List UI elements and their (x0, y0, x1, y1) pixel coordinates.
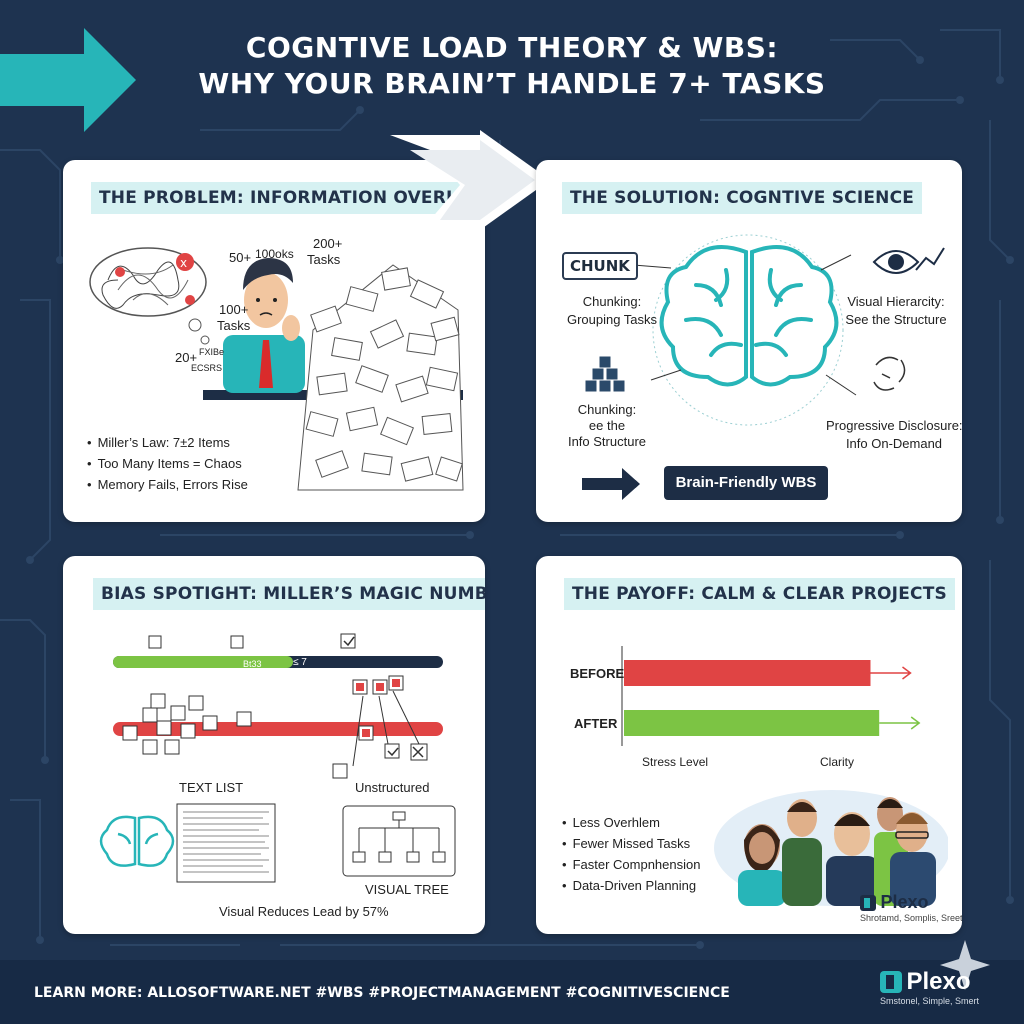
payoff-panel: THE PAYOFF: CALM & CLEAR PROJECTS BEFORE… (536, 556, 962, 934)
thought-cloud-icon: x (89, 247, 210, 345)
miller-number-illustration (99, 633, 456, 883)
eye-icon (872, 247, 945, 274)
label-20-plus: 20+ (175, 350, 198, 365)
list-item: Faster Compnhension (562, 854, 701, 875)
connector-arrow-icon (390, 130, 550, 230)
stress-level-label: Stress Level (642, 755, 709, 769)
chart-bar-before (624, 660, 871, 686)
team-avatars (738, 797, 936, 906)
footer-logo: Plexo Smstonel, Simple, Smert (880, 968, 979, 1006)
sparkle-icon (940, 940, 990, 990)
list-item: Miller’s Law: 7±2 Items (87, 432, 248, 453)
label-100-plus: 100+ (219, 302, 249, 317)
text-list-document-icon (176, 803, 276, 883)
solution-panel-title: THE SOLUTION: COGNTIVE SCIENCE (562, 182, 923, 214)
cubes-icon (584, 355, 626, 393)
list-item: Memory Fails, Errors Rise (87, 474, 248, 495)
progressive-disclosure-subtitle: Info On-Demand (845, 436, 943, 451)
svg-text:x: x (180, 256, 187, 270)
list-item: Too Many Items = Chaos (87, 453, 248, 474)
title-line-2: WHY YOUR BRAIN’T HANDLE 7+ TASKS (198, 67, 826, 100)
problem-bullet-list: Miller’s Law: 7±2 Items Too Many Items =… (87, 432, 248, 495)
logo-name: Plexo (880, 892, 929, 912)
chunk-box: CHUNK (562, 252, 638, 280)
progressive-disclosure-title: Progressive Disclosure: (826, 418, 962, 433)
visual-hierarchy-title: Visual Hierarcity: (847, 294, 945, 309)
overwhelmed-person-illustration: x (89, 247, 464, 491)
visual-tree-icon (342, 805, 456, 877)
list-item: Less Overhlem (562, 812, 700, 833)
before-label: BEFORE (570, 666, 625, 681)
bias-caption: Visual Reduces Lead by 57% (219, 904, 389, 919)
footer-logo-name: Plexo (906, 968, 971, 995)
bar-limit-label: ≤ 7 (293, 657, 307, 668)
page-title: COGNTIVE LOAD THEORY & WBS: WHY YOUR BRA… (150, 30, 874, 102)
label-100-tasks: Tasks (217, 318, 251, 333)
list-item: Fewer Missed Tasks (562, 833, 700, 854)
brain-diagram (582, 234, 945, 500)
plexo-logo-icon (880, 971, 902, 993)
footer-link-text[interactable]: LEARN MORE: ALLOSOFTWARE.NET #WBS #PROJE… (34, 985, 730, 1001)
solution-panel: THE SOLUTION: COGNTIVE SCIENCE (536, 160, 962, 522)
problem-panel-title: THE PROBLEM: INFORMATION OVERLAD (91, 182, 485, 214)
happy-team-illustration (714, 790, 948, 906)
label-100oks: 100oks (255, 247, 294, 261)
unstructured-label: Unstructured (355, 780, 430, 795)
chart-bar-after (624, 710, 880, 736)
label-200-tasks: Tasks (307, 252, 341, 267)
bias-panel-title: BIAS SPOTIGHT: MILLER’S MAGIC NUMBER (93, 578, 485, 610)
chunking-title: Chunking: (582, 294, 642, 309)
after-label: AFTER (574, 716, 618, 731)
chunking2-line3: Info Structure (567, 434, 647, 449)
clarity-label: Clarity (820, 755, 855, 769)
footer-logo-tagline: Smstonel, Simple, Smert (880, 996, 980, 1006)
visual-hierarchy-subtitle: See the Structure (845, 312, 947, 327)
chunking2-title: Chunking: (577, 402, 637, 417)
small-brain-icon (99, 815, 175, 867)
logo-tagline: Shrotamd, Somplis, Sreet (860, 913, 962, 923)
text-list-label: TEXT LIST (179, 780, 244, 795)
problem-panel: THE PROBLEM: INFORMATION OVERLAD x (63, 160, 485, 522)
label-ecsrs: ECSRS (191, 363, 223, 373)
label-fxibe: FXIBe (199, 347, 225, 357)
capacity-bar-fill (113, 656, 293, 668)
payoff-bullet-list: Less Overhlem Fewer Missed Tasks Faster … (562, 812, 701, 896)
brain-friendly-wbs-button[interactable]: Brain-Friendly WBS (664, 466, 828, 500)
footer (0, 960, 1024, 1024)
paper-pile-icon (297, 264, 464, 491)
payoff-panel-title: THE PAYOFF: CALM & CLEAR PROJECTS (564, 578, 955, 610)
bias-panel: BIAS SPOTIGHT: MILLER’S MAGIC NUMBER (63, 556, 485, 934)
brain-icon (659, 245, 839, 387)
chunking2-line2: ee the (588, 418, 626, 433)
panel-logo: Plexo Shrotamd, Somplis, Sreet (860, 892, 962, 923)
before-after-chart (621, 646, 921, 746)
chart-arrow-before (870, 666, 912, 680)
bar-inner-text: Bt33 (243, 659, 262, 669)
teal-arrow-icon (0, 28, 136, 132)
chart-arrow-after (879, 716, 921, 730)
visual-tree-label: VISUAL TREE (365, 882, 449, 897)
plexo-logo-icon (860, 894, 876, 911)
list-item: Data-Driven Planning (562, 875, 700, 896)
label-200-plus: 200+ (313, 236, 343, 251)
chunking-subtitle: Grouping Tasks (566, 312, 658, 327)
stressed-person-avatar (223, 258, 305, 393)
label-50-plus: 50+ (229, 250, 252, 265)
progressive-arrows-icon (873, 356, 906, 391)
title-line-1: COGNTIVE LOAD THEORY & WBS: (245, 31, 779, 64)
